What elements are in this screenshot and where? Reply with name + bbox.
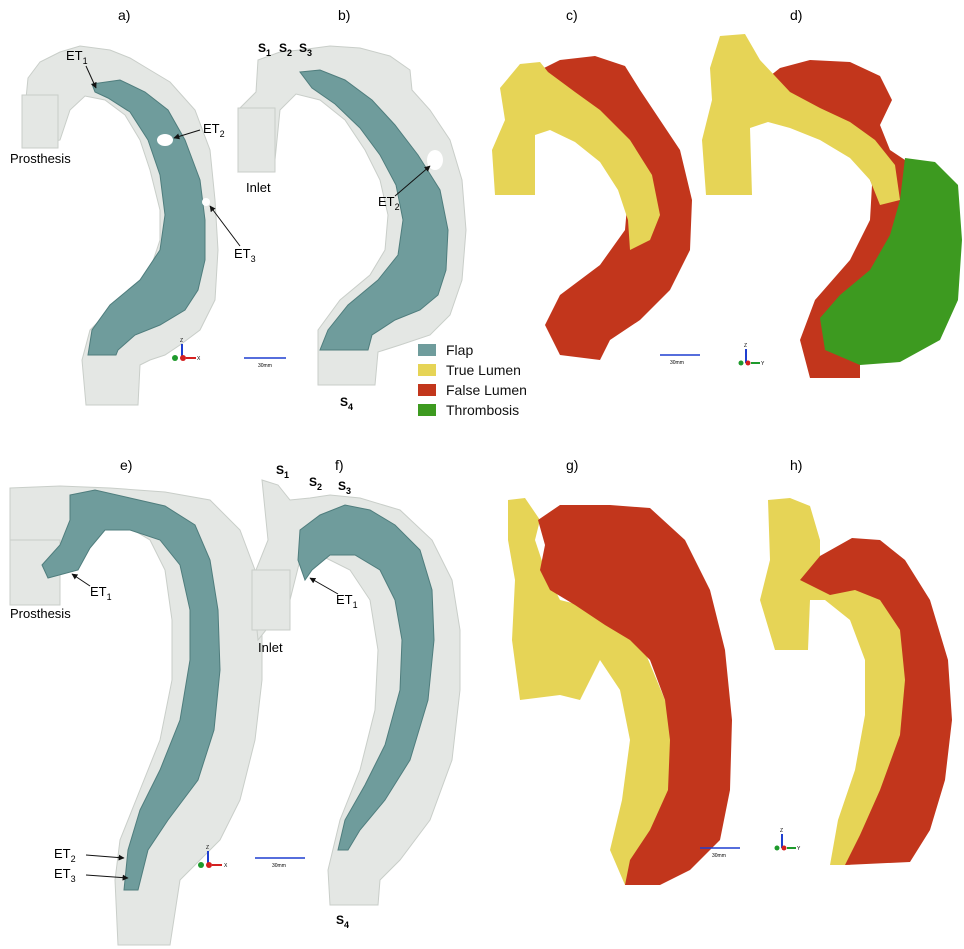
svg-text:30mm: 30mm xyxy=(670,360,684,366)
entry-tear-3-a xyxy=(202,198,210,206)
s4-label-b: S4 xyxy=(340,395,353,412)
s4-label-f: S4 xyxy=(336,913,349,930)
prosthesis-a xyxy=(22,95,58,148)
panel-f: f) S1 S2 S3 ET1 Inlet S4 xyxy=(252,457,460,930)
scale-bar-a: 30mm xyxy=(244,358,286,369)
svg-text:30mm: 30mm xyxy=(272,863,286,869)
et1-label-f: ET1 xyxy=(336,592,358,610)
panel-a-letter: a) xyxy=(118,7,130,23)
panel-g-letter: g) xyxy=(566,457,578,473)
svg-text:Z: Z xyxy=(206,845,209,851)
svg-text:Y: Y xyxy=(761,361,765,367)
s2-label-f: S2 xyxy=(309,475,322,492)
et1-arrow-f xyxy=(310,578,338,594)
svg-text:X: X xyxy=(197,356,201,362)
panel-f-letter: f) xyxy=(335,457,344,473)
axis-triad-d: Z Y xyxy=(739,343,766,367)
panel-e-letter: e) xyxy=(120,457,132,473)
panel-d-letter: d) xyxy=(790,7,802,23)
scale-bar-e: 30mm xyxy=(255,858,305,869)
legend-label: True Lumen xyxy=(446,362,521,378)
et3-label-e: ET3 xyxy=(54,866,76,884)
svg-text:Z: Z xyxy=(180,338,183,344)
legend-item: True Lumen xyxy=(418,360,558,380)
s1-label-f: S1 xyxy=(276,463,289,480)
svg-text:30mm: 30mm xyxy=(258,363,272,369)
inlet-label-b: Inlet xyxy=(246,180,271,195)
et1-arrow-e xyxy=(72,574,90,586)
svg-text:Z: Z xyxy=(780,828,783,834)
prosthesis-label-e: Prosthesis xyxy=(10,606,71,621)
legend-item: Flap xyxy=(418,340,558,360)
panel-b-letter: b) xyxy=(338,7,350,23)
legend-swatch xyxy=(418,344,436,356)
entry-tear-2-a xyxy=(157,134,173,146)
legend-label: False Lumen xyxy=(446,382,527,398)
panel-h-letter: h) xyxy=(790,457,802,473)
inlet-f xyxy=(252,570,290,630)
et2-label-e: ET2 xyxy=(54,846,76,864)
et1-label-e: ET1 xyxy=(90,584,112,602)
legend-label: Flap xyxy=(446,342,473,358)
legend-swatch xyxy=(418,364,436,376)
et2-label-a: ET2 xyxy=(203,121,225,139)
scale-bar-d: 30mm xyxy=(660,355,700,366)
legend-label: Thrombosis xyxy=(446,402,519,418)
s1-label-b: S1 xyxy=(258,41,271,58)
panel-c: c) xyxy=(492,7,692,360)
inlet-label-f: Inlet xyxy=(258,640,283,655)
svg-text:Z: Z xyxy=(744,343,747,349)
legend-swatch xyxy=(418,404,436,416)
axis-triad-h: Z Y xyxy=(775,828,802,852)
svg-text:30mm: 30mm xyxy=(712,853,726,859)
panel-a: a) Prosthesis ET1 ET2 ET3 Z X 30mm xyxy=(10,7,286,405)
panel-h: h) Z Y xyxy=(760,457,952,865)
s3-label-f: S3 xyxy=(338,479,351,496)
panel-d: d) 30mm Z Y xyxy=(660,7,962,378)
legend-swatch xyxy=(418,384,436,396)
legend-item: False Lumen xyxy=(418,380,558,400)
legend-item: Thrombosis xyxy=(418,400,558,420)
svg-text:X: X xyxy=(224,863,228,869)
panel-g: g) 30mm xyxy=(508,457,740,885)
et3-label-a: ET3 xyxy=(234,246,256,264)
svg-text:Y: Y xyxy=(797,846,801,852)
prosthesis-label-a: Prosthesis xyxy=(10,151,71,166)
panel-e: e) Prosthesis ET1 ET2 ET3 Z X 30mm xyxy=(10,457,305,945)
inlet-b xyxy=(238,108,275,172)
panel-c-letter: c) xyxy=(566,7,578,23)
